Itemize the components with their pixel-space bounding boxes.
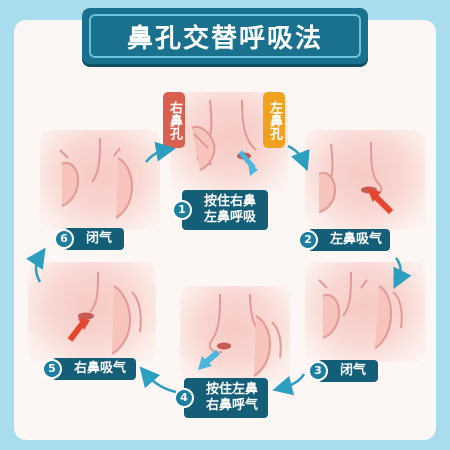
step-6-number: 6 [54,229,74,249]
step-2-label: 2 左鼻吸气 [298,229,390,251]
step-4-illustration [180,286,290,382]
step-6-illustration [40,130,160,230]
right-nostril-tag-text: 右鼻孔 [167,100,182,140]
step-5-label: 5 右鼻吸气 [42,358,136,380]
step-1-number: 1 [172,200,192,220]
step-4-label: 4 按住左鼻 右鼻呼气 [174,378,268,418]
page-title: 鼻孔交替呼吸法 [89,14,361,58]
title-banner: 鼻孔交替呼吸法 [82,8,368,64]
step-2-text: 左鼻吸气 [330,231,383,247]
right-nostril-tag: 右鼻孔 [163,92,185,148]
left-nostril-tag: 左鼻孔 [263,92,285,148]
face-left-pressed-exhale [198,293,282,377]
step-5-text: 右鼻吸气 [74,360,127,376]
step-5-number: 5 [42,359,62,379]
step-6-label: 6 闭气 [54,228,124,250]
step-2-number: 2 [298,230,318,250]
step-4-line-1: 按住左鼻 [206,381,259,397]
step-1-label: 1 按住右鼻 左鼻呼吸 [172,190,268,230]
step-5-illustration [28,262,156,362]
step-2-illustration [305,130,425,230]
step-1-line-1: 按住右鼻 [204,193,257,209]
left-nostril-tag-text: 左鼻孔 [267,100,282,140]
face-hold-breath-right [318,271,403,349]
step-3-text: 闭气 [340,362,367,378]
step-3-illustration [305,262,425,362]
face-nose-right-pressed [191,99,258,176]
face-hold-breath-left [59,137,134,219]
step-3-number: 3 [308,361,328,381]
face-left-inhale [318,141,394,215]
step-4-line-2: 右鼻呼气 [206,398,259,413]
step-3-label: 3 闭气 [308,360,378,382]
step-1-line-2: 左鼻呼吸 [204,210,257,225]
step-6-text: 闭气 [86,230,113,246]
step-4-number: 4 [174,388,194,408]
face-right-inhale [67,271,142,355]
